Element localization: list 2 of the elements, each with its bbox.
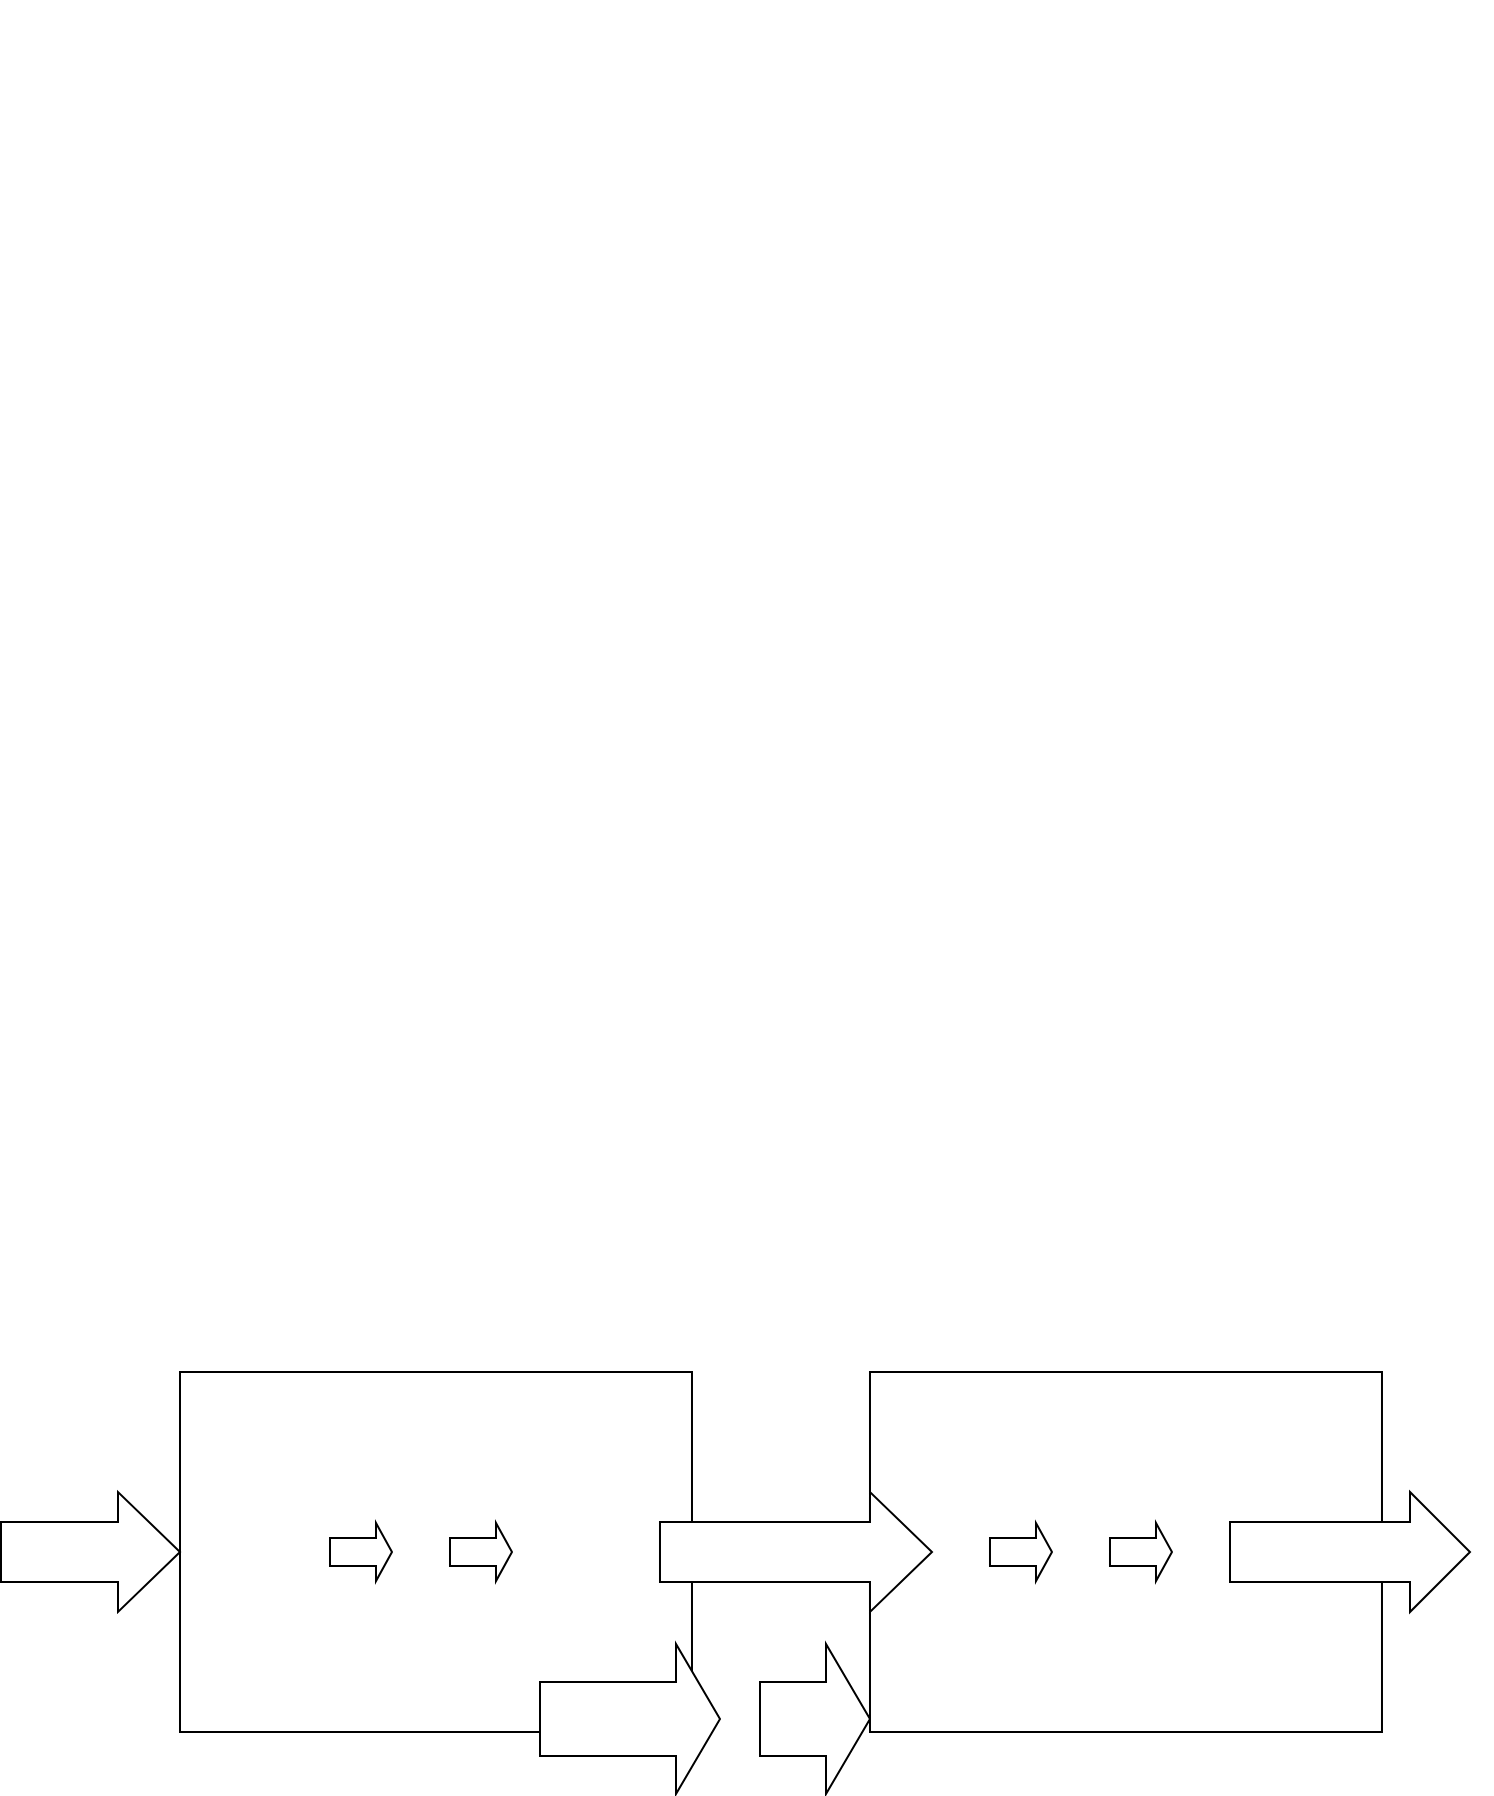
process-box bbox=[179, 1371, 693, 1733]
process-box bbox=[869, 1371, 1383, 1733]
